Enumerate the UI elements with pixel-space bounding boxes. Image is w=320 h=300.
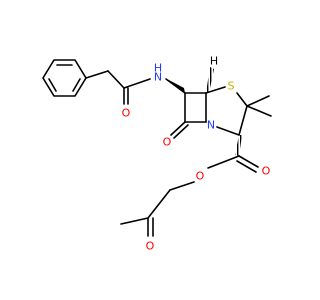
bridgehead-h-label: H	[210, 55, 218, 68]
bond-lactam-co-1	[170, 121, 186, 136]
ketone-o-label: O	[146, 240, 155, 253]
bond-ester-o	[207, 155, 240, 169]
bond-methyl-1	[246, 95, 270, 107]
bond-ester-co-2	[236, 160, 257, 173]
bond-lactam-co-2	[173, 124, 189, 139]
lactam-o-label: O	[163, 136, 172, 149]
bond-c5-s	[205, 86, 226, 94]
bond-carbonyl-nh	[123, 78, 151, 89]
hash-bond-bridge-h	[206, 67, 214, 93]
amide-h-label: H	[154, 62, 162, 75]
ester-o-label: O	[196, 170, 205, 183]
benzene-ring	[42, 59, 87, 97]
bond-methyl-2	[246, 105, 272, 117]
amide-n-label: N	[154, 71, 162, 84]
bond-ch2-carbonyl	[107, 70, 125, 89]
bond-o-ch2	[169, 181, 195, 191]
amide-o-label: O	[122, 107, 131, 120]
bond-c3-n4	[216, 126, 240, 136]
bond-ch2-ketone	[147, 189, 171, 219]
bond-s-c2	[236, 92, 248, 107]
ester-carbonyl-o-label: O	[262, 165, 271, 178]
molecule-canvas: N H O H S N O O O O	[42, 54, 272, 253]
stereo-wedge-nh	[167, 79, 185, 93]
hash-bond-ester	[235, 135, 242, 156]
bond-c2-c3	[238, 105, 248, 136]
molecule-structure: N H O H S N O O O O	[42, 55, 272, 253]
bond-ring-ch2	[85, 70, 109, 79]
bond-nh-c6	[165, 78, 186, 94]
beta-lactam-n-label: N	[207, 119, 215, 132]
thiazolidine-s-label: S	[228, 80, 235, 93]
bond-ester-co-1	[238, 155, 259, 168]
bond-ketone-methyl	[120, 217, 149, 225]
